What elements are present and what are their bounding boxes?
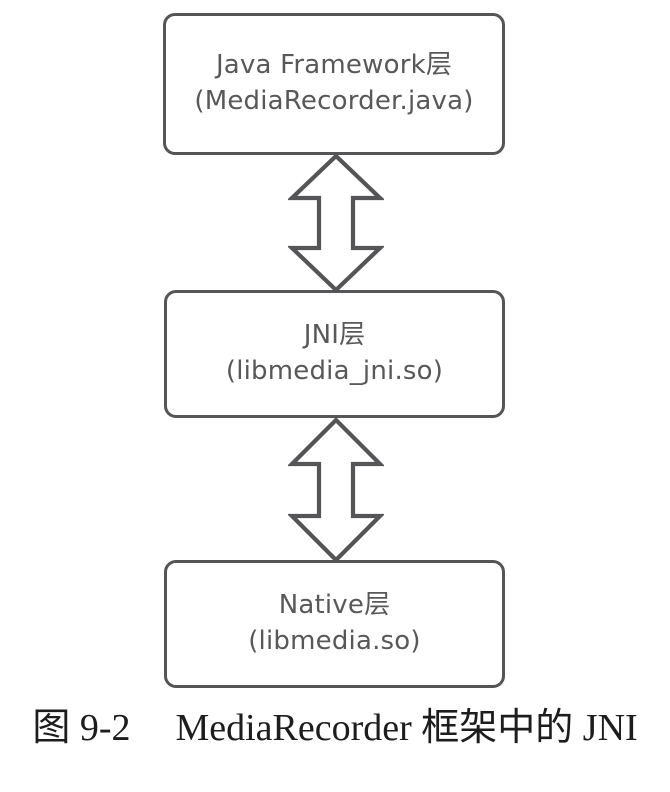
node-label-primary: JNI层 (303, 320, 366, 351)
diagram-canvas: Java Framework层 (MediaRecorder.java) JNI… (163, 13, 505, 688)
node-label-secondary: (MediaRecorder.java) (194, 86, 474, 116)
node-label-primary: Java Framework层 (215, 50, 453, 81)
node-label-primary: Native层 (278, 590, 391, 621)
node-label-secondary: (libmedia_jni.so) (225, 356, 444, 386)
node-box-native: Native层 (libmedia.so) (164, 560, 505, 688)
double-headed-vertical-arrow-icon (288, 152, 384, 294)
double-headed-vertical-arrow-icon (288, 416, 384, 564)
figure-number: 图 9-2 (32, 707, 131, 749)
node-label-secondary: (libmedia.so) (248, 626, 421, 656)
node-box-java-framework: Java Framework层 (MediaRecorder.java) (163, 13, 505, 155)
double-headed-vertical-arrow-glyph (288, 152, 384, 294)
node-box-jni: JNI层 (libmedia_jni.so) (164, 290, 505, 418)
figure-caption-text: MediaRecorder 框架中的 JNI (175, 707, 638, 749)
double-headed-vertical-arrow-glyph (288, 416, 384, 564)
figure-caption: 图 9-2 MediaRecorder 框架中的 JNI (0, 706, 670, 752)
